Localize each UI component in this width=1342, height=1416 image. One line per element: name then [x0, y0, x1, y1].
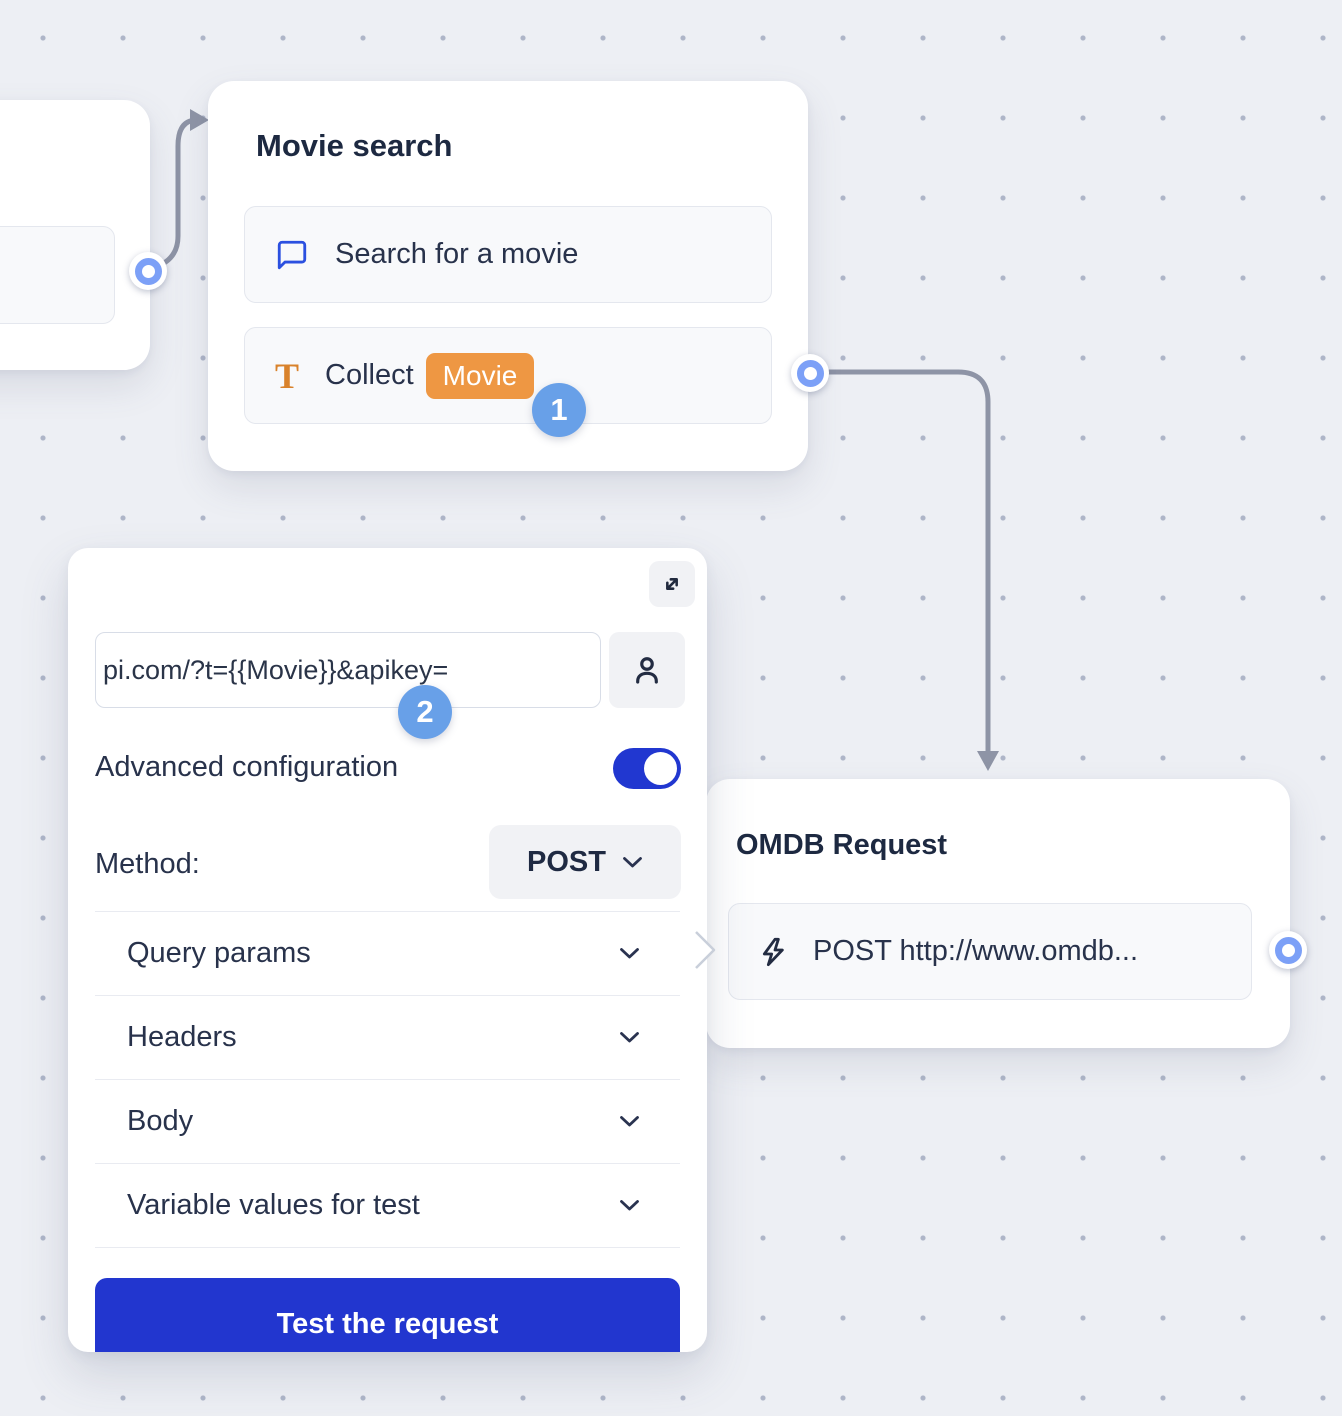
- method-label: Method:: [95, 848, 200, 880]
- node-item-label: Search for a movie: [335, 238, 579, 270]
- section-variable-values[interactable]: Variable values for test: [95, 1163, 680, 1248]
- chevron-down-icon: [619, 1199, 640, 1212]
- output-port-movie-search[interactable]: [791, 354, 829, 392]
- output-port-omdb-request[interactable]: [1269, 931, 1307, 969]
- chevron-down-icon: [619, 947, 640, 960]
- node-item-label: Collect: [325, 359, 414, 391]
- section-headers[interactable]: Headers: [95, 995, 680, 1079]
- toggle-knob: [644, 752, 677, 785]
- advanced-configuration-toggle[interactable]: [613, 748, 681, 789]
- node-item-search-for-movie[interactable]: Search for a movie: [244, 206, 772, 303]
- node-title: Movie search: [256, 128, 453, 163]
- chevron-down-icon: [622, 856, 643, 869]
- request-sections: Query params Headers Body: [95, 911, 680, 1248]
- partial-node-item[interactable]: [0, 226, 115, 324]
- node-title: OMDB Request: [736, 829, 948, 861]
- chevron-down-icon: [619, 1115, 640, 1128]
- test-request-button[interactable]: Test the request: [95, 1278, 680, 1352]
- node-item-omdb-post[interactable]: POST http://www.omdb...: [728, 903, 1252, 1000]
- section-label: Headers: [127, 1021, 237, 1053]
- request-url-input[interactable]: [95, 632, 601, 708]
- user-icon: [629, 652, 665, 688]
- insert-variable-button[interactable]: [609, 632, 685, 708]
- chat-bubble-icon: [275, 238, 309, 272]
- step-badge-1: 1: [532, 383, 586, 437]
- output-port-partial-node[interactable]: [129, 252, 167, 290]
- text-input-icon: T: [275, 355, 300, 396]
- request-config-panel[interactable]: Advanced configuration Method: POST Quer…: [68, 548, 707, 1352]
- connector-line-main: [819, 369, 991, 755]
- connector-arrow-right-icon: [190, 109, 209, 131]
- advanced-configuration-label: Advanced configuration: [95, 751, 399, 783]
- section-query-params[interactable]: Query params: [95, 911, 680, 995]
- section-label: Query params: [127, 937, 311, 969]
- expand-button[interactable]: [649, 561, 695, 607]
- variable-chip-movie[interactable]: Movie: [425, 352, 535, 399]
- node-item-label: POST http://www.omdb...: [813, 935, 1139, 967]
- section-label: Variable values for test: [127, 1189, 420, 1221]
- method-value: POST: [527, 845, 606, 878]
- section-body[interactable]: Body: [95, 1079, 680, 1163]
- lightning-icon: [757, 936, 789, 968]
- expand-icon: [658, 570, 686, 598]
- chevron-down-icon: [619, 1031, 640, 1044]
- method-select[interactable]: POST: [489, 825, 681, 899]
- node-item-collect-movie[interactable]: T Collect Movie: [244, 327, 772, 424]
- omdb-request-node[interactable]: OMDB Request POST http://www.omdb...: [706, 779, 1290, 1048]
- movie-search-node[interactable]: Movie search Search for a movie T Collec…: [208, 81, 808, 471]
- section-label: Body: [127, 1105, 194, 1137]
- connector-arrow-down-icon: [977, 751, 999, 771]
- step-badge-2: 2: [398, 685, 452, 739]
- connector-line-left: [149, 117, 200, 271]
- node-item-label-wrap: Collect Movie: [325, 352, 535, 399]
